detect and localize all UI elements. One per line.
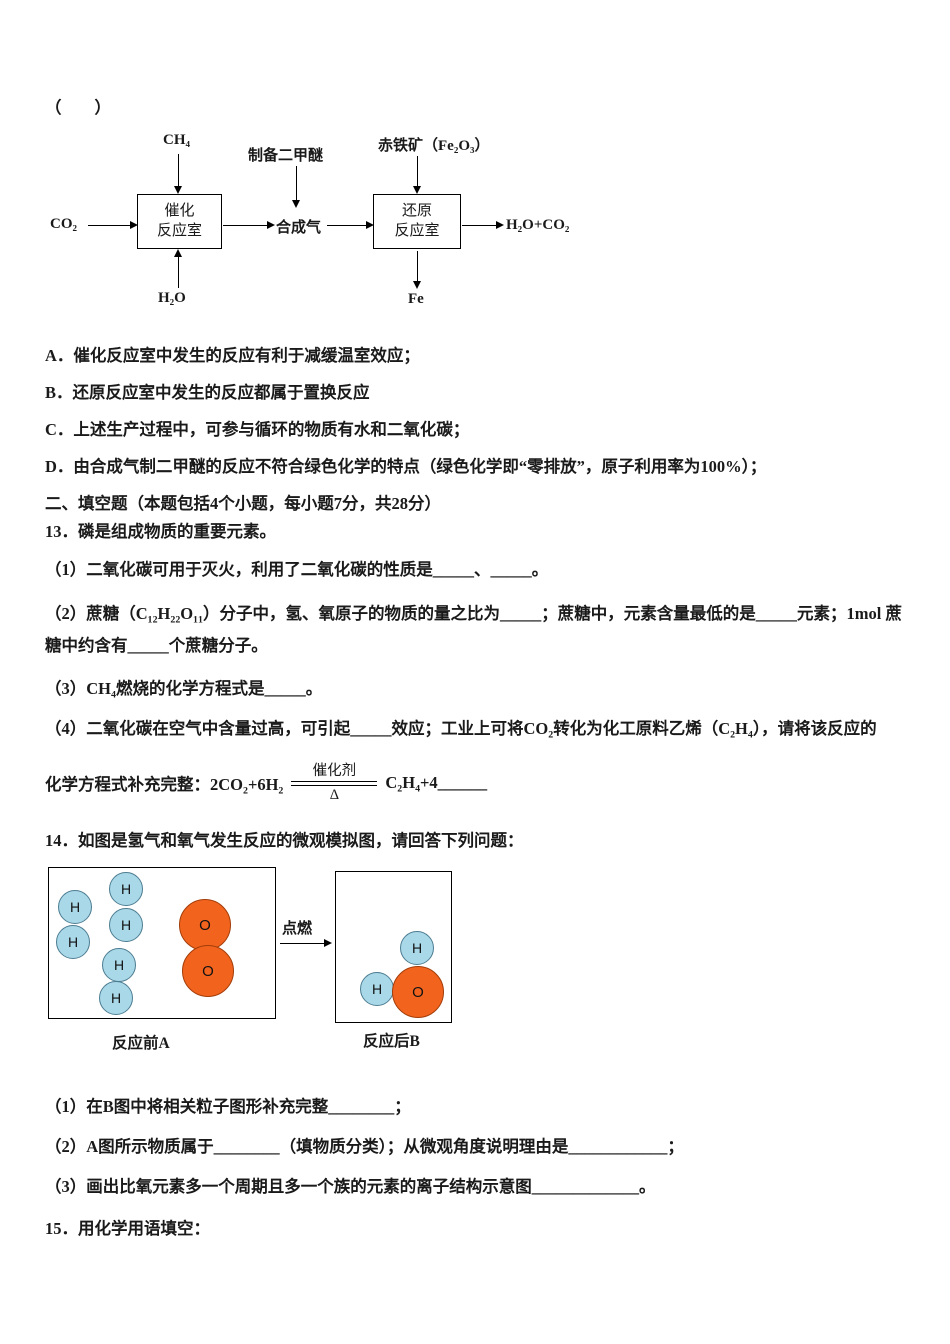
arrow-ch4-to-catalytic [174, 153, 183, 194]
equation-delta-label: Δ [291, 784, 378, 804]
reduction-chamber-line2: 反应室 [394, 223, 440, 240]
after-reaction-box: H H O [335, 871, 452, 1024]
reduction-chamber-box: 还原 反应室 [373, 193, 461, 249]
q14-item3: （3）画出比氧元素多一个周期且多一个族的元素的离子结构示意图__________… [45, 1177, 656, 1197]
q14-item1: （1）在B图中将相关粒子图形补充完整________； [45, 1097, 411, 1117]
arrow-reduction-to-products [462, 221, 504, 230]
o-atom: O [182, 945, 234, 998]
arrow-hematite-to-reduction [413, 155, 422, 194]
option-d: D．由合成气制二甲醚的反应不符合绿色化学的特点（绿色化学即“零排放”，原子利用率… [45, 456, 767, 476]
arrow-reduction-to-fe [413, 250, 422, 289]
hematite-label: 赤铁矿（Fe₂O₃） [378, 137, 490, 154]
o-atom: O [392, 966, 444, 1019]
catalytic-chamber-line2: 反应室 [156, 223, 202, 240]
o-atom: O [179, 899, 231, 952]
arrow-h2o-to-catalytic [174, 248, 183, 288]
q15-stem: 15．用化学用语填空： [45, 1218, 210, 1238]
q13-item2: （2）蔗糖（C₁₂H₂₂O₁₁）分子中，氢、氧原子的物质的量之比为_____；蔗… [45, 604, 902, 655]
arrow-syngas-to-reduction [327, 221, 374, 230]
dme-label: 制备二甲醚 [248, 147, 324, 164]
answer-bracket: （ ） [45, 98, 111, 117]
fe-label: Fe [408, 290, 424, 307]
before-caption: 反应前A [112, 1035, 170, 1053]
ch4-label: CH₄ [163, 131, 190, 148]
h-atom: H [109, 908, 143, 943]
after-caption: 反应后B [363, 1033, 420, 1051]
q13-equation: 化学方程式补充完整：2CO₂+6H₂ 催化剂 Δ C₂H₄+4______ [45, 763, 905, 803]
products-label: H₂O+CO₂ [506, 216, 570, 233]
option-c: C．上述生产过程中，可参与循环的物质有水和二氧化碳； [45, 419, 470, 439]
equation-catalyst-label: 催化剂 [291, 763, 378, 782]
q14-stem: 14．如图是氢气和氧气发生反应的微观模拟图，请回答下列问题： [45, 831, 524, 851]
h-atom: H [99, 981, 133, 1016]
h-atom: H [109, 872, 143, 907]
process-flow-diagram: CH₄ 制备二甲醚 赤铁矿（Fe₂O₃） CO₂ 催化 反应室 合成气 还原 反… [0, 130, 950, 322]
arrow-co2-to-catalytic [88, 221, 138, 230]
arrow-dme-to-syngas [292, 165, 301, 208]
before-reaction-box: H H H H H H O O [48, 867, 276, 1020]
equation-condition-arrow: 催化剂 Δ [291, 763, 378, 804]
q13-stem: 13．磷是组成物质的重要元素。 [45, 521, 276, 541]
equation-tail: C₂H₄+4______ [385, 773, 488, 793]
q13-item4: （4）二氧化碳在空气中含量过高，可引起_____效应；工业上可将CO₂转化为化工… [45, 718, 877, 738]
arrow-catalytic-to-syngas [223, 221, 275, 230]
section2-heading: 二、填空题（本题包括4个小题，每小题7分，共28分） [45, 493, 441, 513]
q14-item2: （2）A图所示物质属于________（填物质分类）；从微观角度说明理由是___… [45, 1137, 684, 1157]
h-atom: H [58, 890, 92, 925]
reduction-chamber-line1: 还原 [401, 203, 432, 220]
ignite-label: 点燃 [282, 921, 313, 938]
h-atom: H [56, 925, 90, 960]
equation-lead: 化学方程式补充完整：2CO₂+6H₂ [45, 775, 284, 795]
catalytic-chamber-box: 催化 反应室 [137, 193, 222, 249]
option-b: B．还原反应室中发生的反应都属于置换反应 [45, 382, 370, 402]
h2o-label: H₂O [158, 289, 186, 306]
syngas-label: 合成气 [276, 219, 322, 236]
h-atom: H [360, 972, 394, 1007]
micro-simulation-diagram: H H H H H H O O 点燃 H H O 反应前A 反应后B [0, 867, 950, 1065]
h-atom: H [102, 948, 136, 983]
arrow-ignite [280, 939, 332, 948]
q13-item1: （1）二氧化碳可用于灭火，利用了二氧化碳的性质是_____、_____。 [45, 560, 549, 580]
co2-label: CO₂ [50, 215, 77, 232]
q13-item3: （3）CH₄燃烧的化学方程式是_____。 [45, 679, 323, 699]
catalytic-chamber-line1: 催化 [164, 203, 195, 220]
option-a: A．催化反应室中发生的反应有利于减缓温室效应； [45, 345, 420, 365]
h-atom: H [400, 931, 434, 966]
